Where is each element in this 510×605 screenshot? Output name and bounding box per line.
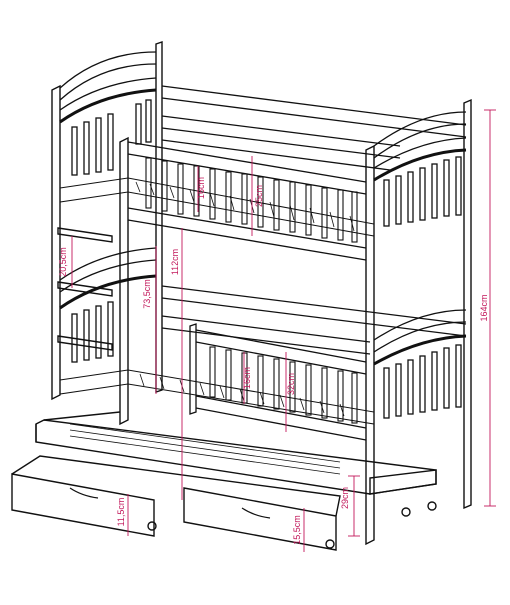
upper-front-guard [127, 141, 367, 261]
upper-back-rails [161, 85, 467, 171]
lower-right-headboard-slats [383, 344, 462, 419]
lower-right-headboard [373, 309, 467, 419]
dim-label-trundle-height: 29cm [340, 487, 350, 509]
dim-label-lower-entrance: 73,5cm [142, 279, 152, 309]
dim-label-trundle-clearance: 15,5cm [292, 515, 302, 545]
dim-label-lower-panel: 32cm [286, 373, 296, 395]
right-back-post [463, 98, 472, 510]
dimension-lines [71, 109, 496, 552]
right-front-post [365, 144, 375, 546]
drawer-front-left [11, 473, 155, 537]
drawer-front-right [183, 487, 337, 551]
lower-left-headboard [59, 247, 157, 363]
dim-label-total-height: 164cm [479, 294, 489, 321]
dim-label-ladder-spacing: 20,5cm [58, 247, 68, 277]
ladder-step-1 [57, 227, 113, 243]
lower-front-guard [189, 323, 367, 441]
dim-label-upper-rail: 16cm [196, 177, 206, 199]
trundle-bed [35, 411, 437, 517]
drawer-wheel-left [147, 521, 157, 531]
upper-left-headboard [59, 51, 157, 176]
drawer-wheel-right [325, 539, 335, 549]
dim-label-lower-rail: 16cm [242, 367, 252, 389]
dim-label-drawer-height: 11,5cm [116, 498, 126, 527]
middle-back-post [155, 41, 163, 393]
left-back-post [51, 84, 61, 401]
upper-left-headboard-slats [71, 99, 152, 176]
drawer [11, 455, 341, 551]
lower-left-headboard-slats [71, 301, 114, 363]
drawer-handle-right [241, 507, 271, 519]
lower-guard-spindles [209, 346, 358, 424]
trundle-side-rail [369, 469, 437, 495]
trundle-slats [69, 423, 341, 475]
dimension-labels: 164cm 16cm 25cm 20,5cm 73,5cm 112cm 16cm… [58, 177, 489, 545]
left-front-post [119, 136, 129, 426]
ladder [57, 227, 113, 351]
lower-back-rails [161, 285, 467, 355]
upper-right-headboard-slats [383, 156, 462, 227]
upper-right-headboard [373, 111, 467, 227]
trundle-wheel-right [427, 501, 437, 511]
drawer-handle-left [69, 487, 99, 499]
dim-label-upper-bed-height: 112cm [170, 249, 180, 275]
ladder-step-2 [57, 281, 113, 297]
dim-label-upper-panel: 25cm [254, 185, 264, 207]
lower-guard-post [189, 323, 197, 415]
upper-guard-spindles [145, 157, 358, 243]
ladder-step-3 [57, 335, 113, 351]
trundle-wheel-mid [401, 507, 411, 517]
